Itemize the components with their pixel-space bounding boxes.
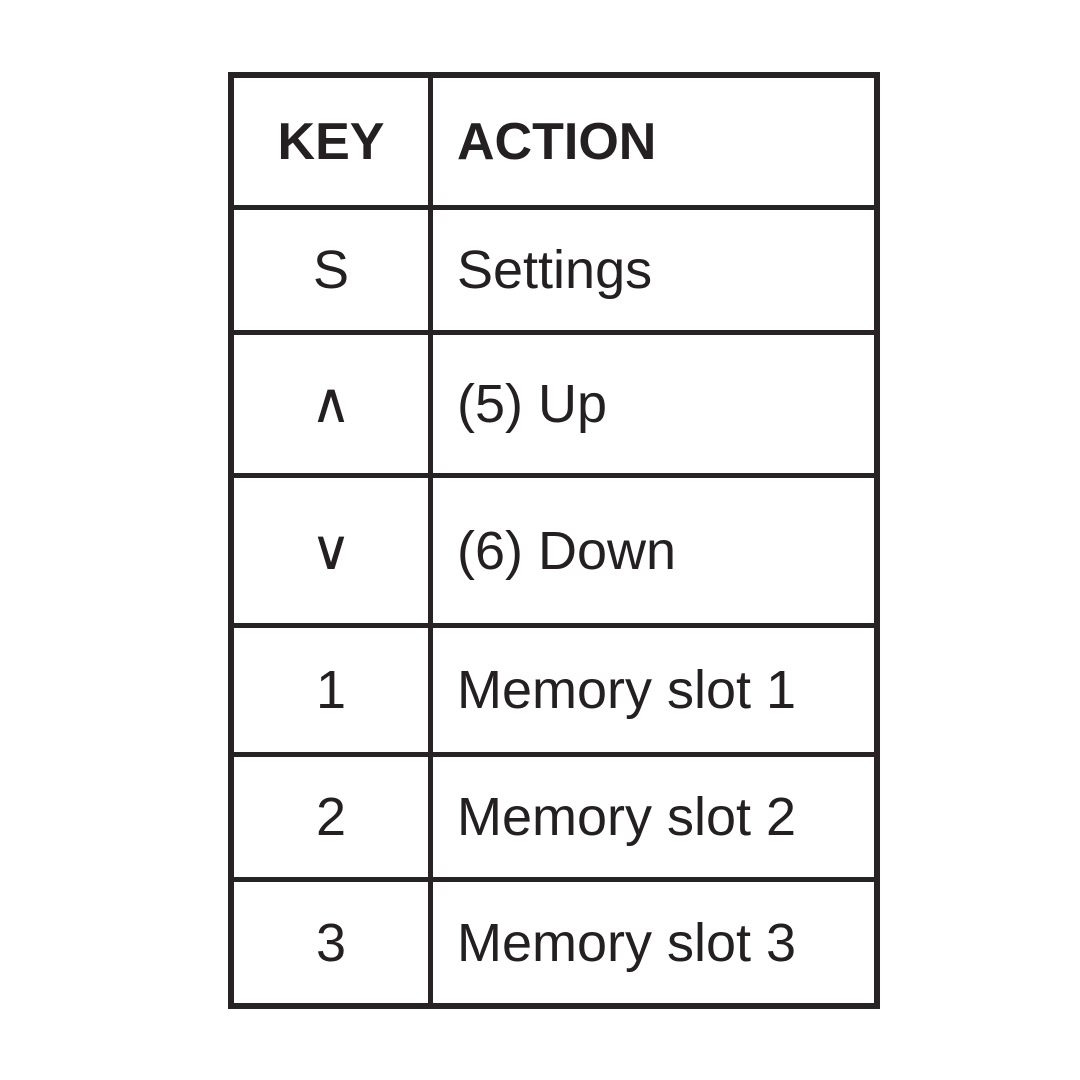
header-cell-action: ACTION <box>433 78 874 205</box>
key-cell-memory-1: 1 <box>234 628 428 752</box>
action-cell-memory-1: Memory slot 1 <box>433 628 874 752</box>
action-cell-up: (5) Up <box>433 335 874 473</box>
key-cell-memory-2: 2 <box>234 757 428 877</box>
action-cell-memory-3: Memory slot 3 <box>433 882 874 1003</box>
action-cell-memory-2: Memory slot 2 <box>433 757 874 877</box>
action-cell-settings: Settings <box>433 210 874 330</box>
key-action-table: KEY ACTION S Settings ∧ (5) Up ∨ (6) Dow… <box>228 72 880 1009</box>
header-cell-key: KEY <box>234 78 428 205</box>
key-cell-memory-3: 3 <box>234 882 428 1003</box>
key-cell-down: ∨ <box>234 478 428 623</box>
key-cell-up: ∧ <box>234 335 428 473</box>
key-cell-settings: S <box>234 210 428 330</box>
action-cell-down: (6) Down <box>433 478 874 623</box>
